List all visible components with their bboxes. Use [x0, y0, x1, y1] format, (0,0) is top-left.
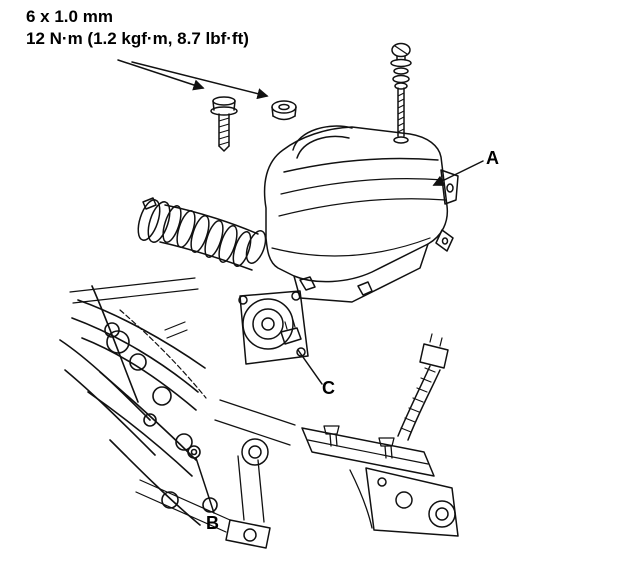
torque-spec-size: 6 x 1.0 mm — [26, 7, 113, 26]
torque-callout-arrows — [117, 59, 269, 100]
flange-bolt-icon — [210, 96, 238, 152]
torque-spec-value: 12 N·m (1.2 kgf·m, 8.7 lbf·ft) — [26, 29, 249, 49]
intake-air-duct — [137, 197, 267, 271]
cover-screw-icon — [390, 42, 412, 144]
mount-nut-icon — [271, 100, 297, 121]
callout-b: B — [206, 513, 219, 533]
lower-right-assembly — [301, 333, 459, 537]
throttle-body — [238, 290, 309, 365]
torque-spec: 6 x 1.0 mm 12 N·m (1.2 kgf·m, 8.7 lbf·ft… — [26, 6, 249, 51]
callout-c: C — [322, 378, 335, 398]
air-cleaner-housing — [263, 125, 459, 303]
callout-a: A — [486, 148, 499, 168]
engine-hose-cluster — [59, 277, 231, 533]
center-bracket — [214, 399, 296, 549]
callout-leaders — [195, 160, 484, 514]
